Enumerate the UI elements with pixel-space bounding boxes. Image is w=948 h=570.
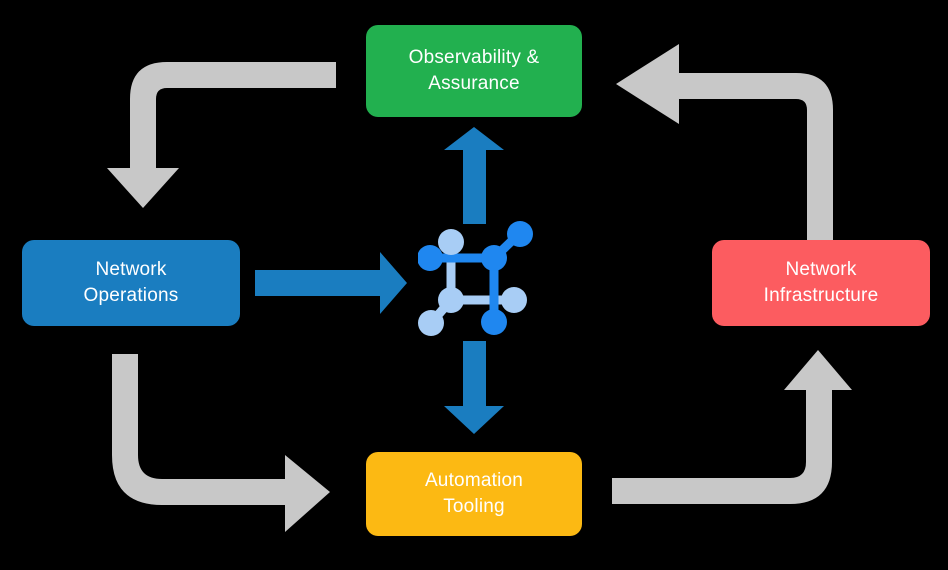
arrow-center-to-automation [444, 341, 504, 434]
node-network-operations-label: Network Operations [83, 259, 179, 306]
node-automation-tooling-label: Automation Tooling [424, 470, 524, 517]
node-network-infrastructure[interactable]: Network Infrastructure [712, 240, 930, 326]
arrow-operations-to-center [255, 252, 407, 314]
topology-primary-nodes [418, 221, 533, 335]
arrow-automation-to-infrastructure [612, 350, 852, 504]
arrow-center-to-observability [444, 127, 504, 224]
arrow-operations-to-automation [112, 354, 330, 532]
node-automation-tooling[interactable]: Automation Tooling [366, 452, 582, 536]
topology-secondary-nodes [418, 229, 527, 336]
node-observability-assurance-label: Observability & Assurance [408, 47, 540, 94]
arrow-infrastructure-to-observability [616, 44, 833, 250]
arrow-observability-to-operations [107, 62, 336, 208]
node-network-operations[interactable]: Network Operations [22, 240, 240, 326]
node-network-infrastructure-label: Network Infrastructure [763, 259, 879, 306]
node-observability-assurance[interactable]: Observability & Assurance [366, 25, 582, 117]
network-topology-icon [418, 221, 533, 336]
